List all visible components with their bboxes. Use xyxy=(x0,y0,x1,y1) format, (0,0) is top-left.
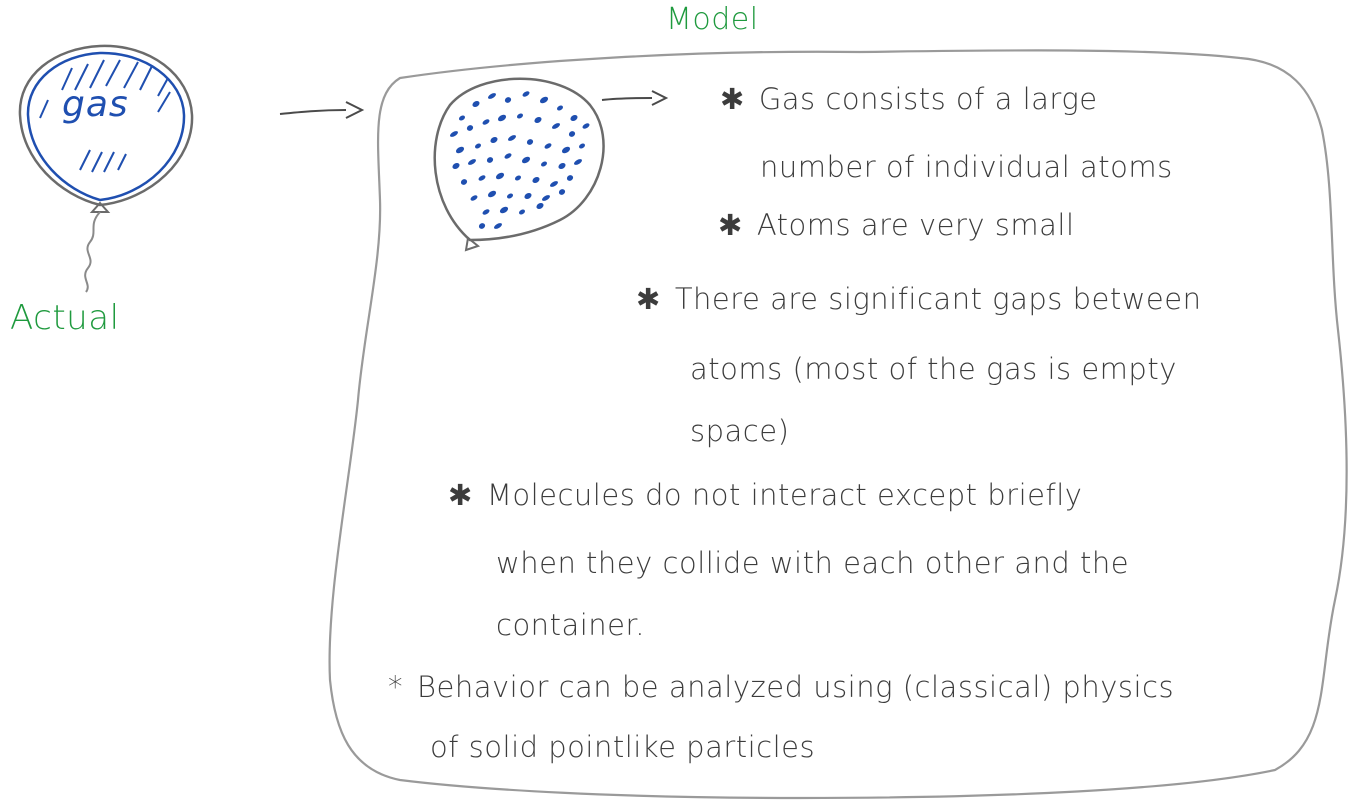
gas-atom xyxy=(507,193,513,199)
bullet-text: Gas consists of a large xyxy=(758,82,1098,116)
gas-atom xyxy=(550,181,558,187)
model-balloon-knot xyxy=(464,236,481,252)
gas-atom xyxy=(561,146,571,154)
bullet-star: * xyxy=(388,670,403,704)
gas-atom xyxy=(482,209,490,215)
bullet-star: ✱ xyxy=(718,208,743,242)
gas-atom xyxy=(557,105,563,111)
arrow-actual-to-model xyxy=(279,101,365,119)
gas-atom xyxy=(478,175,486,181)
gas-atoms xyxy=(450,91,590,229)
model-label: Model xyxy=(666,2,759,37)
gas-atom xyxy=(468,159,476,165)
gas-atom xyxy=(541,161,547,167)
gas-atom xyxy=(459,115,465,121)
gas-atom xyxy=(544,143,552,149)
gas-atom xyxy=(579,143,585,149)
gas-atom xyxy=(570,114,578,122)
gas-atom xyxy=(482,119,490,125)
bullet-4-line-2: when they collide with each other and th… xyxy=(496,546,1130,580)
gas-atom xyxy=(517,113,523,119)
gas-atom xyxy=(472,100,480,108)
bullet-4-line-1: ✱ Molecules do not interact except briefl… xyxy=(448,478,1082,512)
balloon-hatching xyxy=(39,59,171,173)
actual-balloon-string xyxy=(84,211,101,293)
gas-atom xyxy=(566,175,574,181)
gas-atom xyxy=(515,175,521,181)
bullet-3-line-1: ✱ There are significant gaps between xyxy=(636,282,1201,316)
gas-atom xyxy=(522,91,530,97)
gas-atom xyxy=(524,192,532,200)
bullet-star: ✱ xyxy=(720,82,745,116)
gas-atom xyxy=(508,135,516,141)
gas-atom xyxy=(568,131,576,137)
gas-atom xyxy=(574,159,582,165)
gas-atom xyxy=(470,195,478,201)
gas-atom xyxy=(478,223,486,229)
model-boundary xyxy=(328,49,1348,800)
gas-atom xyxy=(450,131,458,137)
gas-atom xyxy=(452,162,460,170)
gas-atom xyxy=(552,123,560,129)
gas-atom xyxy=(488,93,496,99)
model-balloon xyxy=(433,77,605,242)
bullet-1-line-2: number of individual atoms xyxy=(760,150,1173,184)
gas-atom xyxy=(519,209,525,215)
gas-atom xyxy=(475,143,481,149)
arrow-model-to-text xyxy=(601,90,669,106)
bullet-5-line-2: of solid pointlike particles xyxy=(430,730,816,764)
gas-atom xyxy=(499,206,509,214)
gas-atom xyxy=(558,162,566,170)
actual-balloon-outer xyxy=(18,44,194,207)
gas-atom xyxy=(466,125,474,131)
gas-atom xyxy=(536,202,544,210)
bullet-5-line-1: * Behavior can be analyzed using (classic… xyxy=(388,670,1174,704)
bullet-text: Behavior can be analyzed using (classica… xyxy=(417,670,1175,704)
actual-label: Actual xyxy=(10,298,120,338)
bullet-star: ✱ xyxy=(448,478,473,512)
actual-balloon-inner xyxy=(26,51,186,202)
gas-atom xyxy=(521,156,531,164)
gas-atom xyxy=(455,146,465,154)
bullet-3-line-2: atoms (most of the gas is empty xyxy=(690,352,1177,386)
gas-atom xyxy=(495,172,505,180)
gas-atom xyxy=(490,136,498,144)
gas-atom xyxy=(526,139,534,145)
bullet-1-line-1: ✱ Gas consists of a large xyxy=(720,82,1098,116)
bullet-text: Molecules do not interact except briefly xyxy=(486,478,1083,512)
gas-atom xyxy=(534,116,542,124)
bullet-text: There are significant gaps between xyxy=(674,282,1202,316)
gas-atom xyxy=(487,190,497,198)
bullet-4-line-3: container. xyxy=(496,608,645,642)
gas-atom xyxy=(558,189,566,195)
gas-atom xyxy=(542,195,550,201)
gas-atom xyxy=(494,223,502,229)
gas-atom xyxy=(582,123,590,129)
bullet-star: ✱ xyxy=(636,282,661,316)
gas-atom xyxy=(497,114,507,122)
bullet-3-line-3: space) xyxy=(690,414,790,448)
gas-atom xyxy=(504,97,512,103)
gas-atom xyxy=(539,96,549,104)
gas-atom xyxy=(504,153,512,159)
gas-atom xyxy=(532,176,540,184)
gas-atom xyxy=(486,157,494,163)
gas-label: gas xyxy=(62,84,129,125)
bullet-2-line-1: ✱ Atoms are very small xyxy=(718,208,1075,242)
gas-atom xyxy=(460,179,468,185)
bullet-text: Atoms are very small xyxy=(756,208,1075,242)
